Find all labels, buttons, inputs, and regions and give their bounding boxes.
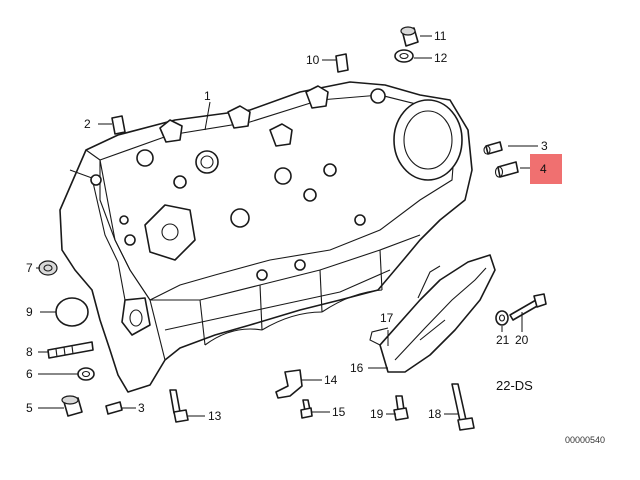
part-5-drain-plug bbox=[61, 395, 83, 417]
part-10-dowel bbox=[335, 53, 349, 73]
part-21-washer bbox=[495, 310, 509, 326]
callout-18: 18 bbox=[428, 407, 442, 421]
part-3-sleeve bbox=[483, 141, 503, 155]
callout-2: 2 bbox=[84, 117, 91, 131]
callout-9: 9 bbox=[26, 305, 33, 319]
part-8-stud bbox=[47, 341, 94, 359]
callout-6: 6 bbox=[26, 367, 33, 381]
part-13-bolt bbox=[169, 389, 189, 423]
callout-8: 8 bbox=[26, 345, 33, 359]
part-7-plug bbox=[38, 260, 58, 276]
highlight-box-part-4 bbox=[530, 154, 562, 184]
part-14-bracket bbox=[275, 369, 303, 399]
callout-12: 12 bbox=[434, 51, 448, 65]
callout-1: 1 bbox=[204, 89, 211, 103]
callout-4: 4 bbox=[540, 162, 547, 176]
part-12-washer bbox=[394, 49, 414, 63]
callout-21: 21 bbox=[496, 333, 510, 347]
callout-11: 11 bbox=[434, 29, 447, 43]
callout-14: 14 bbox=[324, 373, 338, 387]
callout-3-bottom: 3 bbox=[138, 401, 145, 415]
part-19-bolt bbox=[393, 395, 409, 421]
callout-3-top: 3 bbox=[541, 139, 548, 153]
part-15-bolt bbox=[300, 399, 313, 419]
part-9-cap bbox=[55, 297, 89, 327]
part-18-bolt bbox=[451, 383, 475, 431]
part-6-washer bbox=[77, 367, 95, 381]
engine-block bbox=[59, 81, 473, 393]
part-11-plug bbox=[400, 26, 419, 47]
callout-15: 15 bbox=[332, 405, 346, 419]
callout-19: 19 bbox=[370, 407, 384, 421]
callout-20: 20 bbox=[515, 333, 529, 347]
part-20-bolt bbox=[509, 293, 547, 321]
callout-7: 7 bbox=[26, 261, 33, 275]
callout-13: 13 bbox=[208, 409, 222, 423]
callout-17: 17 bbox=[380, 311, 394, 325]
part-3-sleeve-bottom bbox=[105, 401, 123, 415]
image-number: 00000540 bbox=[565, 435, 605, 445]
leader-lines bbox=[36, 35, 538, 417]
callout-16: 16 bbox=[350, 361, 364, 375]
oil-baffle bbox=[369, 254, 496, 373]
diagram-code: 22-DS bbox=[496, 378, 533, 393]
callout-10: 10 bbox=[306, 53, 320, 67]
part-4-sleeve bbox=[494, 161, 519, 178]
part-2-dowel bbox=[111, 115, 126, 135]
callout-5: 5 bbox=[26, 401, 33, 415]
